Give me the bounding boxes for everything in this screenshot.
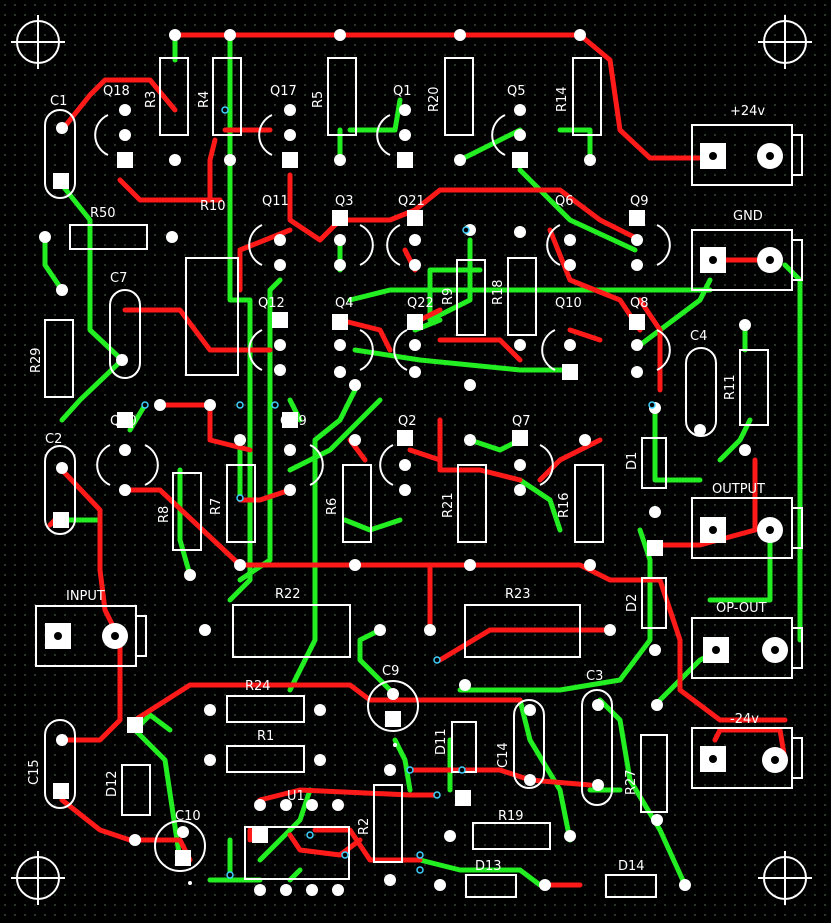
svg-text:Q5: Q5 — [507, 84, 526, 99]
svg-text:C3: C3 — [586, 669, 603, 684]
svg-text:R3: R3 — [144, 91, 159, 108]
svg-text:R7: R7 — [209, 498, 224, 515]
svg-text:R22: R22 — [275, 587, 301, 602]
svg-text:Q9: Q9 — [630, 194, 649, 209]
polarity-markers — [188, 743, 397, 885]
svg-text:D1: D1 — [625, 452, 640, 470]
svg-text:Q10: Q10 — [555, 296, 582, 311]
svg-text:Q1: Q1 — [393, 84, 412, 99]
svg-text:R50: R50 — [90, 206, 116, 221]
svg-text:D2: D2 — [625, 594, 640, 612]
svg-text:R9: R9 — [441, 288, 456, 305]
transistor-outlines — [94, 114, 671, 486]
svg-text:Q3: Q3 — [335, 194, 354, 209]
svg-text:U1: U1 — [287, 789, 305, 804]
svg-text:R23: R23 — [505, 587, 531, 602]
vias — [141, 106, 656, 879]
pads — [39, 29, 788, 896]
svg-text:Q6: Q6 — [555, 194, 574, 209]
svg-text:R16: R16 — [557, 492, 572, 518]
svg-text:R6: R6 — [325, 498, 340, 515]
svg-text:C14: C14 — [496, 742, 511, 768]
component-labels: C1 Q18 Q17 Q1 Q5 R10 R50 Q11 Q3 Q21 Q6 Q… — [27, 84, 767, 874]
svg-text:C2: C2 — [45, 432, 62, 447]
svg-text:Q20: Q20 — [110, 414, 137, 429]
svg-text:R8: R8 — [157, 506, 172, 523]
silkscreen-outlines — [35, 57, 803, 898]
svg-text:OUTPUT: OUTPUT — [712, 482, 765, 497]
svg-text:R29: R29 — [29, 347, 44, 373]
svg-text:R27: R27 — [624, 769, 639, 795]
svg-text:Q8: Q8 — [630, 296, 649, 311]
svg-text:R10: R10 — [200, 199, 226, 214]
svg-text:-24v: -24v — [730, 712, 759, 727]
svg-text:Q19: Q19 — [280, 414, 307, 429]
svg-text:R20: R20 — [427, 86, 442, 112]
svg-text:INPUT: INPUT — [66, 589, 105, 604]
svg-text:R4: R4 — [197, 91, 212, 108]
svg-text:C10: C10 — [175, 809, 201, 824]
svg-text:Q22: Q22 — [407, 296, 434, 311]
svg-text:R11: R11 — [723, 374, 738, 400]
svg-text:R5: R5 — [311, 91, 326, 108]
svg-text:D14: D14 — [618, 859, 645, 874]
top-copper-traces — [47, 32, 788, 888]
svg-text:D13: D13 — [475, 859, 502, 874]
svg-text:Q21: Q21 — [398, 194, 425, 209]
svg-text:Q4: Q4 — [335, 296, 354, 311]
svg-text:R14: R14 — [555, 86, 570, 112]
svg-text:Q7: Q7 — [512, 414, 531, 429]
svg-text:Q18: Q18 — [103, 84, 130, 99]
svg-text:R24: R24 — [245, 679, 271, 694]
svg-text:Q12: Q12 — [258, 296, 285, 311]
mounting-holes — [11, 15, 812, 905]
svg-text:C4: C4 — [690, 329, 707, 344]
svg-text:Q11: Q11 — [262, 194, 289, 209]
svg-text:Q2: Q2 — [398, 414, 417, 429]
svg-text:R21: R21 — [441, 492, 456, 518]
svg-text:R19: R19 — [498, 809, 524, 824]
svg-text:+24v: +24v — [730, 104, 765, 119]
svg-text:C15: C15 — [27, 759, 42, 785]
svg-text:C1: C1 — [50, 94, 67, 109]
svg-text:Q17: Q17 — [270, 84, 297, 99]
svg-text:D11: D11 — [434, 728, 449, 755]
svg-text:R18: R18 — [491, 279, 506, 305]
svg-text:GND: GND — [733, 209, 763, 224]
svg-text:C9: C9 — [382, 664, 399, 679]
svg-text:R1: R1 — [257, 729, 274, 744]
svg-text:C7: C7 — [110, 271, 127, 286]
svg-text:OP-OUT: OP-OUT — [716, 601, 767, 616]
svg-text:D12: D12 — [105, 770, 120, 797]
svg-text:R2: R2 — [357, 818, 372, 835]
